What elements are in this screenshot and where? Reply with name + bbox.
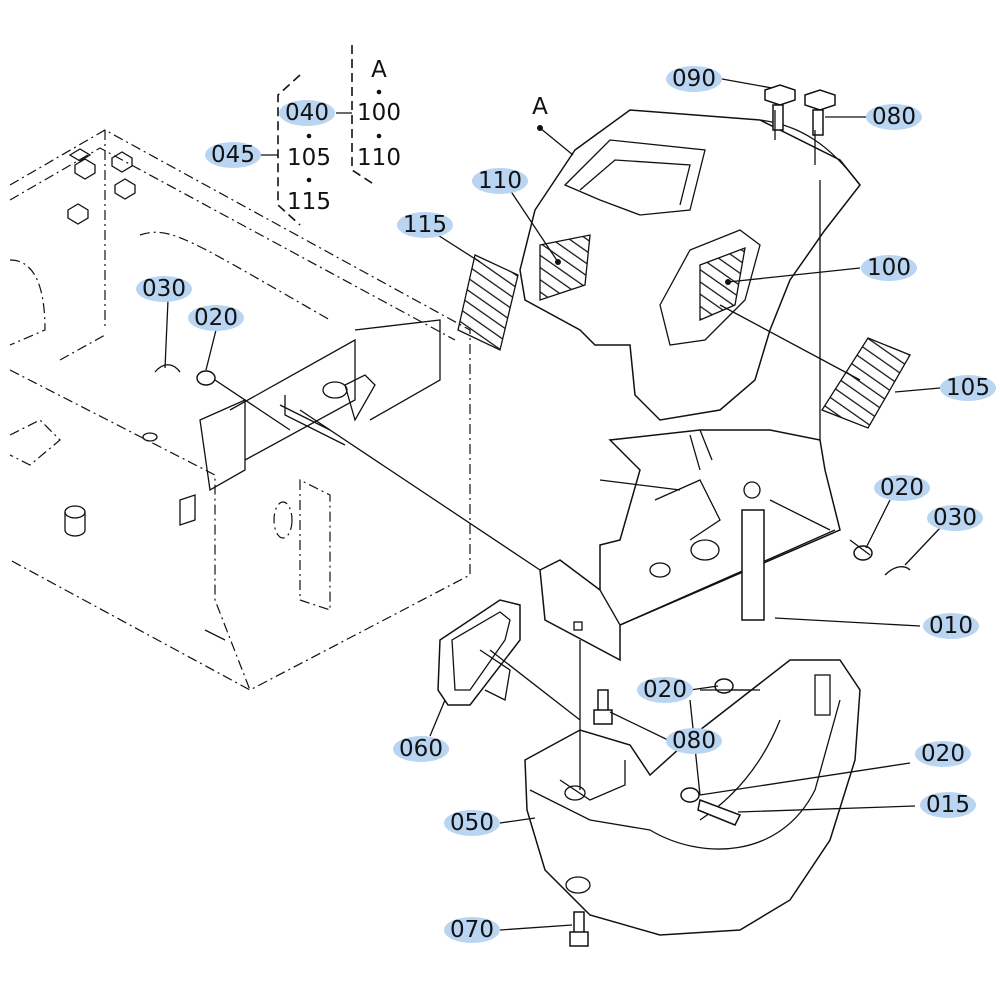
leader-lines bbox=[164, 78, 941, 931]
callout-060[interactable]: 060 bbox=[399, 736, 443, 762]
upper-cover bbox=[519, 109, 861, 421]
group-item-105: 105 bbox=[287, 145, 331, 171]
callout-015[interactable]: 015 bbox=[926, 792, 970, 818]
group-ref-a: A bbox=[371, 57, 387, 83]
tractor-frame bbox=[9, 129, 471, 691]
callout-highlights bbox=[136, 66, 996, 943]
callout-050[interactable]: 050 bbox=[450, 810, 494, 836]
callout-070[interactable]: 070 bbox=[450, 917, 494, 943]
callout-020[interactable]: 020 bbox=[880, 475, 924, 501]
callout-020[interactable]: 020 bbox=[194, 305, 238, 331]
callout-020[interactable]: 020 bbox=[643, 677, 687, 703]
callout-090[interactable]: 090 bbox=[672, 66, 716, 92]
callout-100[interactable]: 100 bbox=[867, 255, 911, 281]
callout-080[interactable]: 080 bbox=[872, 104, 916, 130]
callout-045[interactable]: 045 bbox=[211, 142, 255, 168]
grommet-060 bbox=[437, 599, 521, 706]
callout-010[interactable]: 010 bbox=[929, 613, 973, 639]
label-sticker-105 bbox=[821, 337, 911, 429]
callout-110[interactable]: 110 bbox=[478, 168, 522, 194]
marker-a: A bbox=[532, 94, 548, 120]
group-item-110: 110 bbox=[357, 145, 401, 171]
pedal-bracket bbox=[539, 429, 841, 662]
group-item-115: 115 bbox=[287, 189, 331, 215]
callout-040[interactable]: 040 bbox=[285, 100, 329, 126]
callout-080[interactable]: 080 bbox=[672, 728, 716, 754]
assembly-bracket bbox=[260, 45, 382, 226]
label-sticker-115 bbox=[457, 254, 519, 351]
callout-030[interactable]: 030 bbox=[142, 276, 186, 302]
callout-020[interactable]: 020 bbox=[921, 741, 965, 767]
callout-115[interactable]: 115 bbox=[403, 212, 447, 238]
callout-105[interactable]: 105 bbox=[946, 375, 990, 401]
callout-030[interactable]: 030 bbox=[933, 505, 977, 531]
hardware bbox=[154, 84, 911, 947]
group-item-100: 100 bbox=[357, 100, 401, 126]
